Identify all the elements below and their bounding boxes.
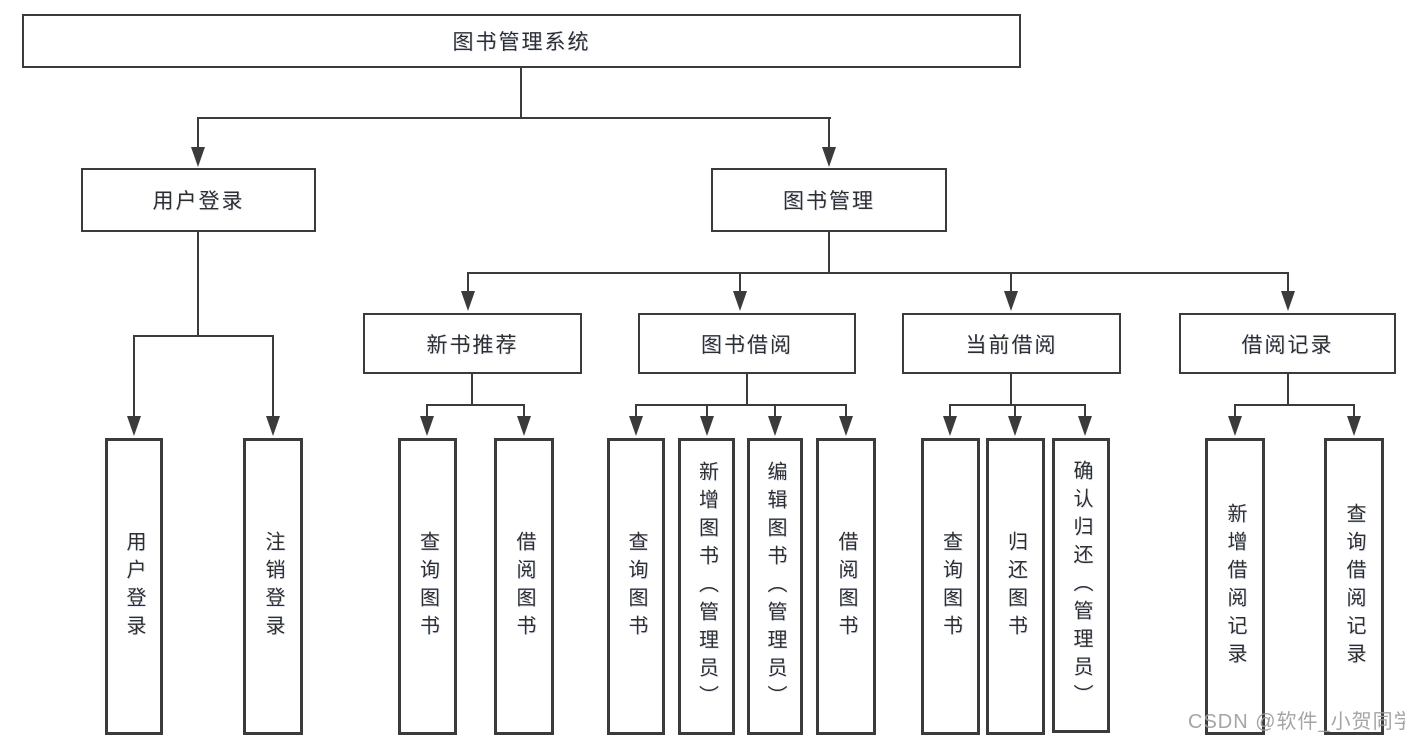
arrowhead-icon	[1347, 416, 1361, 436]
leaf-logout: 注销登录	[243, 438, 303, 735]
arrowhead-icon	[517, 416, 531, 436]
leaf-edit-book-admin: 编辑图书（管理员）	[747, 438, 803, 735]
leaf-borrow-books-borrowing: 借阅图书	[816, 438, 876, 735]
leaf-add-book-admin: 新增图书（管理员）	[678, 438, 735, 735]
leaf-user-login-label: 用户登录	[123, 530, 145, 643]
connector-vline	[133, 335, 135, 420]
node-current-borrowing-label: 当前借阅	[965, 333, 1058, 357]
connector-vline	[1287, 272, 1289, 294]
leaf-query-books-borrowing-label: 查询图书	[625, 530, 647, 643]
arrowhead-icon	[839, 416, 853, 436]
leaf-user-login: 用户登录	[105, 438, 163, 735]
arrowhead-icon	[420, 416, 434, 436]
leaf-query-books-current-label: 查询图书	[939, 530, 962, 643]
node-new-book-recommendation: 新书推荐	[363, 313, 582, 374]
arrowhead-icon	[1004, 291, 1018, 311]
node-new-book-recommendation-label: 新书推荐	[426, 333, 519, 357]
node-book-management-label: 图书管理	[783, 190, 875, 213]
connector-vline	[272, 335, 274, 420]
arrowhead-icon	[1078, 416, 1092, 436]
connector-vline	[746, 374, 748, 406]
connector-hline	[133, 335, 274, 337]
connector-vline	[1014, 404, 1016, 420]
connector-hline	[197, 117, 831, 119]
connector-vline	[706, 404, 708, 420]
arrowhead-icon	[127, 416, 141, 436]
leaf-add-borrow-record-label: 新增借阅记录	[1224, 502, 1246, 671]
arrowhead-icon	[822, 147, 836, 167]
node-book-management: 图书管理	[711, 168, 947, 232]
connector-vline	[1010, 374, 1012, 406]
connector-vline	[635, 404, 637, 420]
connector-vline	[774, 404, 776, 420]
leaf-query-books-current: 查询图书	[921, 438, 980, 735]
leaf-add-borrow-record: 新增借阅记录	[1205, 438, 1265, 735]
arrowhead-icon	[461, 291, 475, 311]
leaf-return-books: 归还图书	[986, 438, 1045, 735]
leaf-add-book-admin-label: 新增图书（管理员）	[695, 460, 718, 713]
node-borrowing-records-label: 借阅记录	[1241, 333, 1334, 357]
connector-vline	[1084, 404, 1086, 420]
arrowhead-icon	[733, 291, 747, 311]
connector-vline	[828, 232, 830, 274]
arrowhead-icon	[1281, 291, 1295, 311]
node-root-label: 图书管理系统	[452, 31, 591, 54]
leaf-query-books-borrowing: 查询图书	[607, 438, 665, 735]
connector-vline	[426, 404, 428, 420]
arrowhead-icon	[1228, 416, 1242, 436]
arrowhead-icon	[191, 147, 205, 167]
node-book-borrowing: 图书借阅	[638, 313, 856, 374]
node-borrowing-records: 借阅记录	[1179, 313, 1396, 374]
leaf-borrow-books-borrowing-label: 借阅图书	[835, 530, 857, 643]
watermark: CSDN @软件_小贺同学	[1188, 711, 1405, 733]
connector-vline	[1010, 272, 1012, 294]
arrowhead-icon	[700, 416, 714, 436]
connector-hline	[635, 404, 847, 406]
connector-vline	[520, 68, 522, 117]
node-root: 图书管理系统	[22, 14, 1021, 68]
connector-vline	[739, 272, 741, 294]
node-current-borrowing: 当前借阅	[902, 313, 1121, 374]
connector-vline	[845, 404, 847, 420]
leaf-query-books-recommend: 查询图书	[398, 438, 457, 735]
node-user-login-label: 用户登录	[152, 190, 245, 213]
node-user-login: 用户登录	[81, 168, 316, 232]
connector-hline	[426, 404, 525, 406]
arrowhead-icon	[768, 416, 782, 436]
arrowhead-icon	[943, 416, 957, 436]
connector-vline	[197, 117, 199, 153]
connector-hline	[1234, 404, 1355, 406]
connector-vline	[1287, 374, 1289, 406]
leaf-logout-label: 注销登录	[262, 530, 284, 643]
connector-hline	[949, 404, 1086, 406]
arrowhead-icon	[1008, 416, 1022, 436]
connector-vline	[949, 404, 951, 420]
connector-hline	[467, 272, 1289, 274]
leaf-query-books-recommend-label: 查询图书	[416, 530, 439, 643]
connector-vline	[523, 404, 525, 420]
leaf-return-books-label: 归还图书	[1004, 530, 1027, 643]
leaf-edit-book-admin-label: 编辑图书（管理员）	[764, 460, 786, 713]
leaf-confirm-return-admin-label: 确认归还（管理员）	[1070, 459, 1092, 712]
connector-vline	[197, 232, 199, 337]
connector-vline	[1353, 404, 1355, 420]
leaf-confirm-return-admin: 确认归还（管理员）	[1052, 438, 1110, 733]
leaf-borrow-books-recommend: 借阅图书	[494, 438, 554, 735]
connector-vline	[467, 272, 469, 294]
leaf-query-borrow-record-label: 查询借阅记录	[1343, 502, 1365, 671]
arrowhead-icon	[266, 416, 280, 436]
node-book-borrowing-label: 图书借阅	[701, 333, 793, 357]
connector-vline	[471, 374, 473, 406]
connector-vline	[828, 117, 830, 153]
arrowhead-icon	[629, 416, 643, 436]
connector-vline	[1234, 404, 1236, 420]
leaf-query-borrow-record: 查询借阅记录	[1324, 438, 1384, 735]
leaf-borrow-books-recommend-label: 借阅图书	[513, 530, 535, 643]
